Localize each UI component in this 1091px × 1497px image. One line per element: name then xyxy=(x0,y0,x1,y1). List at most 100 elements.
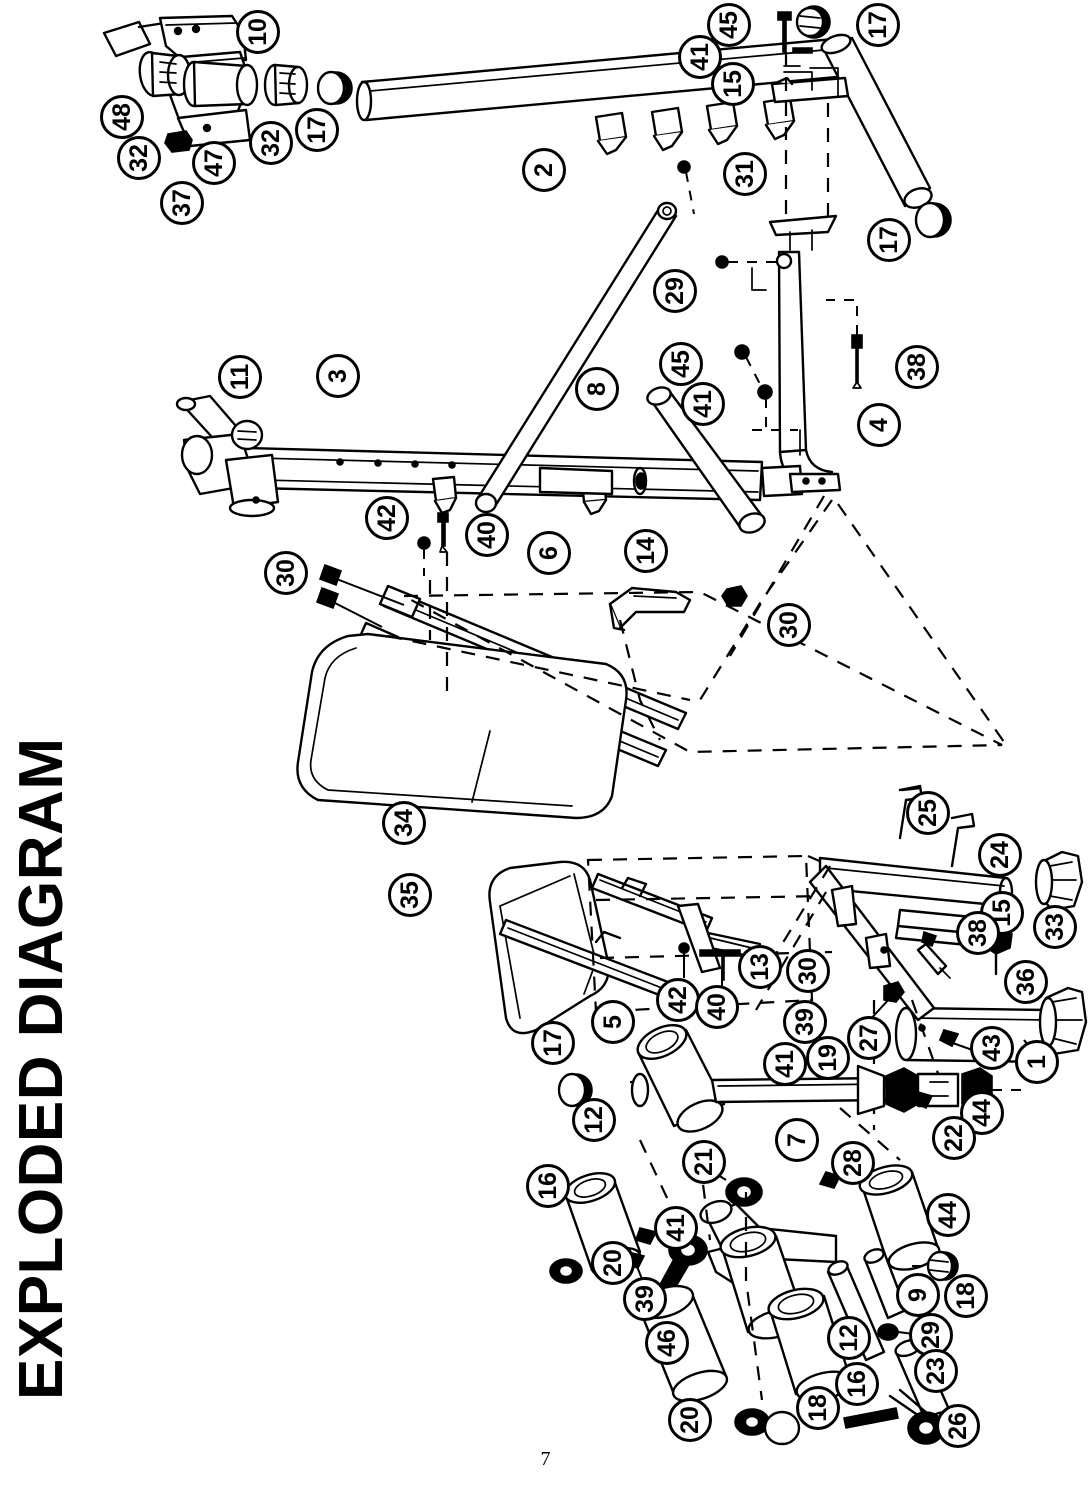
callout-balloon-41[interactable]: 41 xyxy=(681,382,725,426)
callout-number: 20 xyxy=(599,1249,627,1277)
callout-balloon-30[interactable]: 30 xyxy=(786,949,830,993)
callout-number: 5 xyxy=(599,1015,627,1029)
callout-balloon-11[interactable]: 11 xyxy=(218,355,262,399)
callout-balloon-30[interactable]: 30 xyxy=(767,603,811,647)
callout-balloon-41[interactable]: 41 xyxy=(654,1206,698,1250)
callout-number: 16 xyxy=(843,1370,871,1398)
callout-number: 20 xyxy=(676,1406,704,1434)
callout-balloon-48[interactable]: 48 xyxy=(100,95,144,139)
callout-number: 35 xyxy=(396,881,424,909)
callout-balloon-34[interactable]: 34 xyxy=(382,801,426,845)
callout-balloon-33[interactable]: 33 xyxy=(1033,905,1077,949)
callout-number: 25 xyxy=(914,799,942,827)
callout-balloon-41[interactable]: 41 xyxy=(763,1042,807,1086)
callout-balloon-32[interactable]: 32 xyxy=(249,121,293,165)
callout-number: 28 xyxy=(839,1149,867,1177)
callout-balloon-12[interactable]: 12 xyxy=(572,1098,616,1142)
callout-balloon-4[interactable]: 4 xyxy=(857,403,901,447)
callout-balloon-27[interactable]: 27 xyxy=(847,1016,891,1060)
callout-number: 22 xyxy=(940,1124,968,1152)
callout-balloon-30[interactable]: 30 xyxy=(264,551,308,595)
callout-balloon-43[interactable]: 43 xyxy=(970,1026,1014,1070)
callout-number: 14 xyxy=(632,537,660,565)
callout-number: 10 xyxy=(244,18,272,46)
callout-number: 30 xyxy=(794,957,822,985)
callout-balloon-18[interactable]: 18 xyxy=(796,1386,840,1430)
callout-balloon-31[interactable]: 31 xyxy=(723,152,767,196)
callout-balloon-6[interactable]: 6 xyxy=(527,531,571,575)
callout-number: 19 xyxy=(814,1044,842,1072)
callout-number: 15 xyxy=(719,70,747,98)
callout-number: 44 xyxy=(934,1201,962,1229)
callout-balloon-23[interactable]: 23 xyxy=(914,1349,958,1393)
callout-balloon-1[interactable]: 1 xyxy=(1015,1040,1059,1084)
callout-number: 39 xyxy=(631,1285,659,1313)
callout-balloon-22[interactable]: 22 xyxy=(932,1116,976,1160)
callout-balloon-17[interactable]: 17 xyxy=(295,108,339,152)
callout-balloon-17[interactable]: 17 xyxy=(867,218,911,262)
callout-number: 12 xyxy=(835,1324,863,1352)
callout-balloon-17[interactable]: 17 xyxy=(856,3,900,47)
callout-balloon-39[interactable]: 39 xyxy=(623,1277,667,1321)
callout-balloon-45[interactable]: 45 xyxy=(707,3,751,47)
callout-balloon-20[interactable]: 20 xyxy=(591,1241,635,1285)
callout-number: 38 xyxy=(903,353,931,381)
callout-balloon-32[interactable]: 32 xyxy=(117,136,161,180)
callout-number: 26 xyxy=(944,1412,972,1440)
callout-balloon-9[interactable]: 9 xyxy=(896,1273,940,1317)
callout-balloon-44[interactable]: 44 xyxy=(926,1193,970,1237)
callout-balloon-15[interactable]: 15 xyxy=(711,62,755,106)
callout-balloon-47[interactable]: 47 xyxy=(192,141,236,185)
callout-number: 29 xyxy=(917,1321,945,1349)
callout-number: 41 xyxy=(771,1050,799,1078)
callout-balloon-17[interactable]: 17 xyxy=(531,1021,575,1065)
callout-number: 24 xyxy=(986,841,1014,869)
callout-number: 7 xyxy=(783,1133,811,1147)
callout-balloon-2[interactable]: 2 xyxy=(522,148,566,192)
callout-balloon-25[interactable]: 25 xyxy=(906,791,950,835)
callout-balloon-37[interactable]: 37 xyxy=(160,181,204,225)
callout-balloon-38[interactable]: 38 xyxy=(956,911,1000,955)
callout-balloon-18[interactable]: 18 xyxy=(944,1274,988,1318)
callout-balloon-26[interactable]: 26 xyxy=(936,1404,980,1448)
callout-balloon-19[interactable]: 19 xyxy=(806,1036,850,1080)
callout-balloon-46[interactable]: 46 xyxy=(645,1321,689,1365)
callout-balloon-40[interactable]: 40 xyxy=(465,513,509,557)
callout-balloon-3[interactable]: 3 xyxy=(316,354,360,398)
callout-number: 41 xyxy=(689,390,717,418)
callout-balloon-36[interactable]: 36 xyxy=(1004,960,1048,1004)
callout-balloon-38[interactable]: 38 xyxy=(895,345,939,389)
callout-balloon-42[interactable]: 42 xyxy=(656,978,700,1022)
callout-number: 45 xyxy=(667,350,695,378)
callout-balloon-16[interactable]: 16 xyxy=(835,1362,879,1406)
callout-number: 1 xyxy=(1023,1055,1051,1069)
callout-balloon-35[interactable]: 35 xyxy=(388,873,432,917)
callout-number: 47 xyxy=(200,149,228,177)
callout-balloon-8[interactable]: 8 xyxy=(575,367,619,411)
callout-balloon-13[interactable]: 13 xyxy=(738,945,782,989)
callout-balloon-12[interactable]: 12 xyxy=(827,1316,871,1360)
callout-balloon-16[interactable]: 16 xyxy=(526,1164,570,1208)
callout-balloon-20[interactable]: 20 xyxy=(668,1398,712,1442)
callout-number: 18 xyxy=(804,1394,832,1422)
callout-balloon-28[interactable]: 28 xyxy=(831,1141,875,1185)
callout-number: 48 xyxy=(108,103,136,131)
callout-number: 42 xyxy=(373,504,401,532)
callout-balloon-14[interactable]: 14 xyxy=(624,529,668,573)
callout-balloon-42[interactable]: 42 xyxy=(365,496,409,540)
callout-balloon-24[interactable]: 24 xyxy=(978,833,1022,877)
callout-balloon-5[interactable]: 5 xyxy=(591,1000,635,1044)
callout-balloon-45[interactable]: 45 xyxy=(659,342,703,386)
callout-number: 34 xyxy=(390,809,418,837)
callout-balloon-7[interactable]: 7 xyxy=(775,1118,819,1162)
callout-number: 38 xyxy=(964,919,992,947)
callout-number: 2 xyxy=(530,163,558,177)
callout-number: 36 xyxy=(1012,968,1040,996)
callout-number: 32 xyxy=(257,129,285,157)
callout-balloon-40[interactable]: 40 xyxy=(695,985,739,1029)
callout-balloon-29[interactable]: 29 xyxy=(653,269,697,313)
callout-balloon-10[interactable]: 10 xyxy=(236,10,280,54)
callout-balloon-21[interactable]: 21 xyxy=(682,1140,726,1184)
